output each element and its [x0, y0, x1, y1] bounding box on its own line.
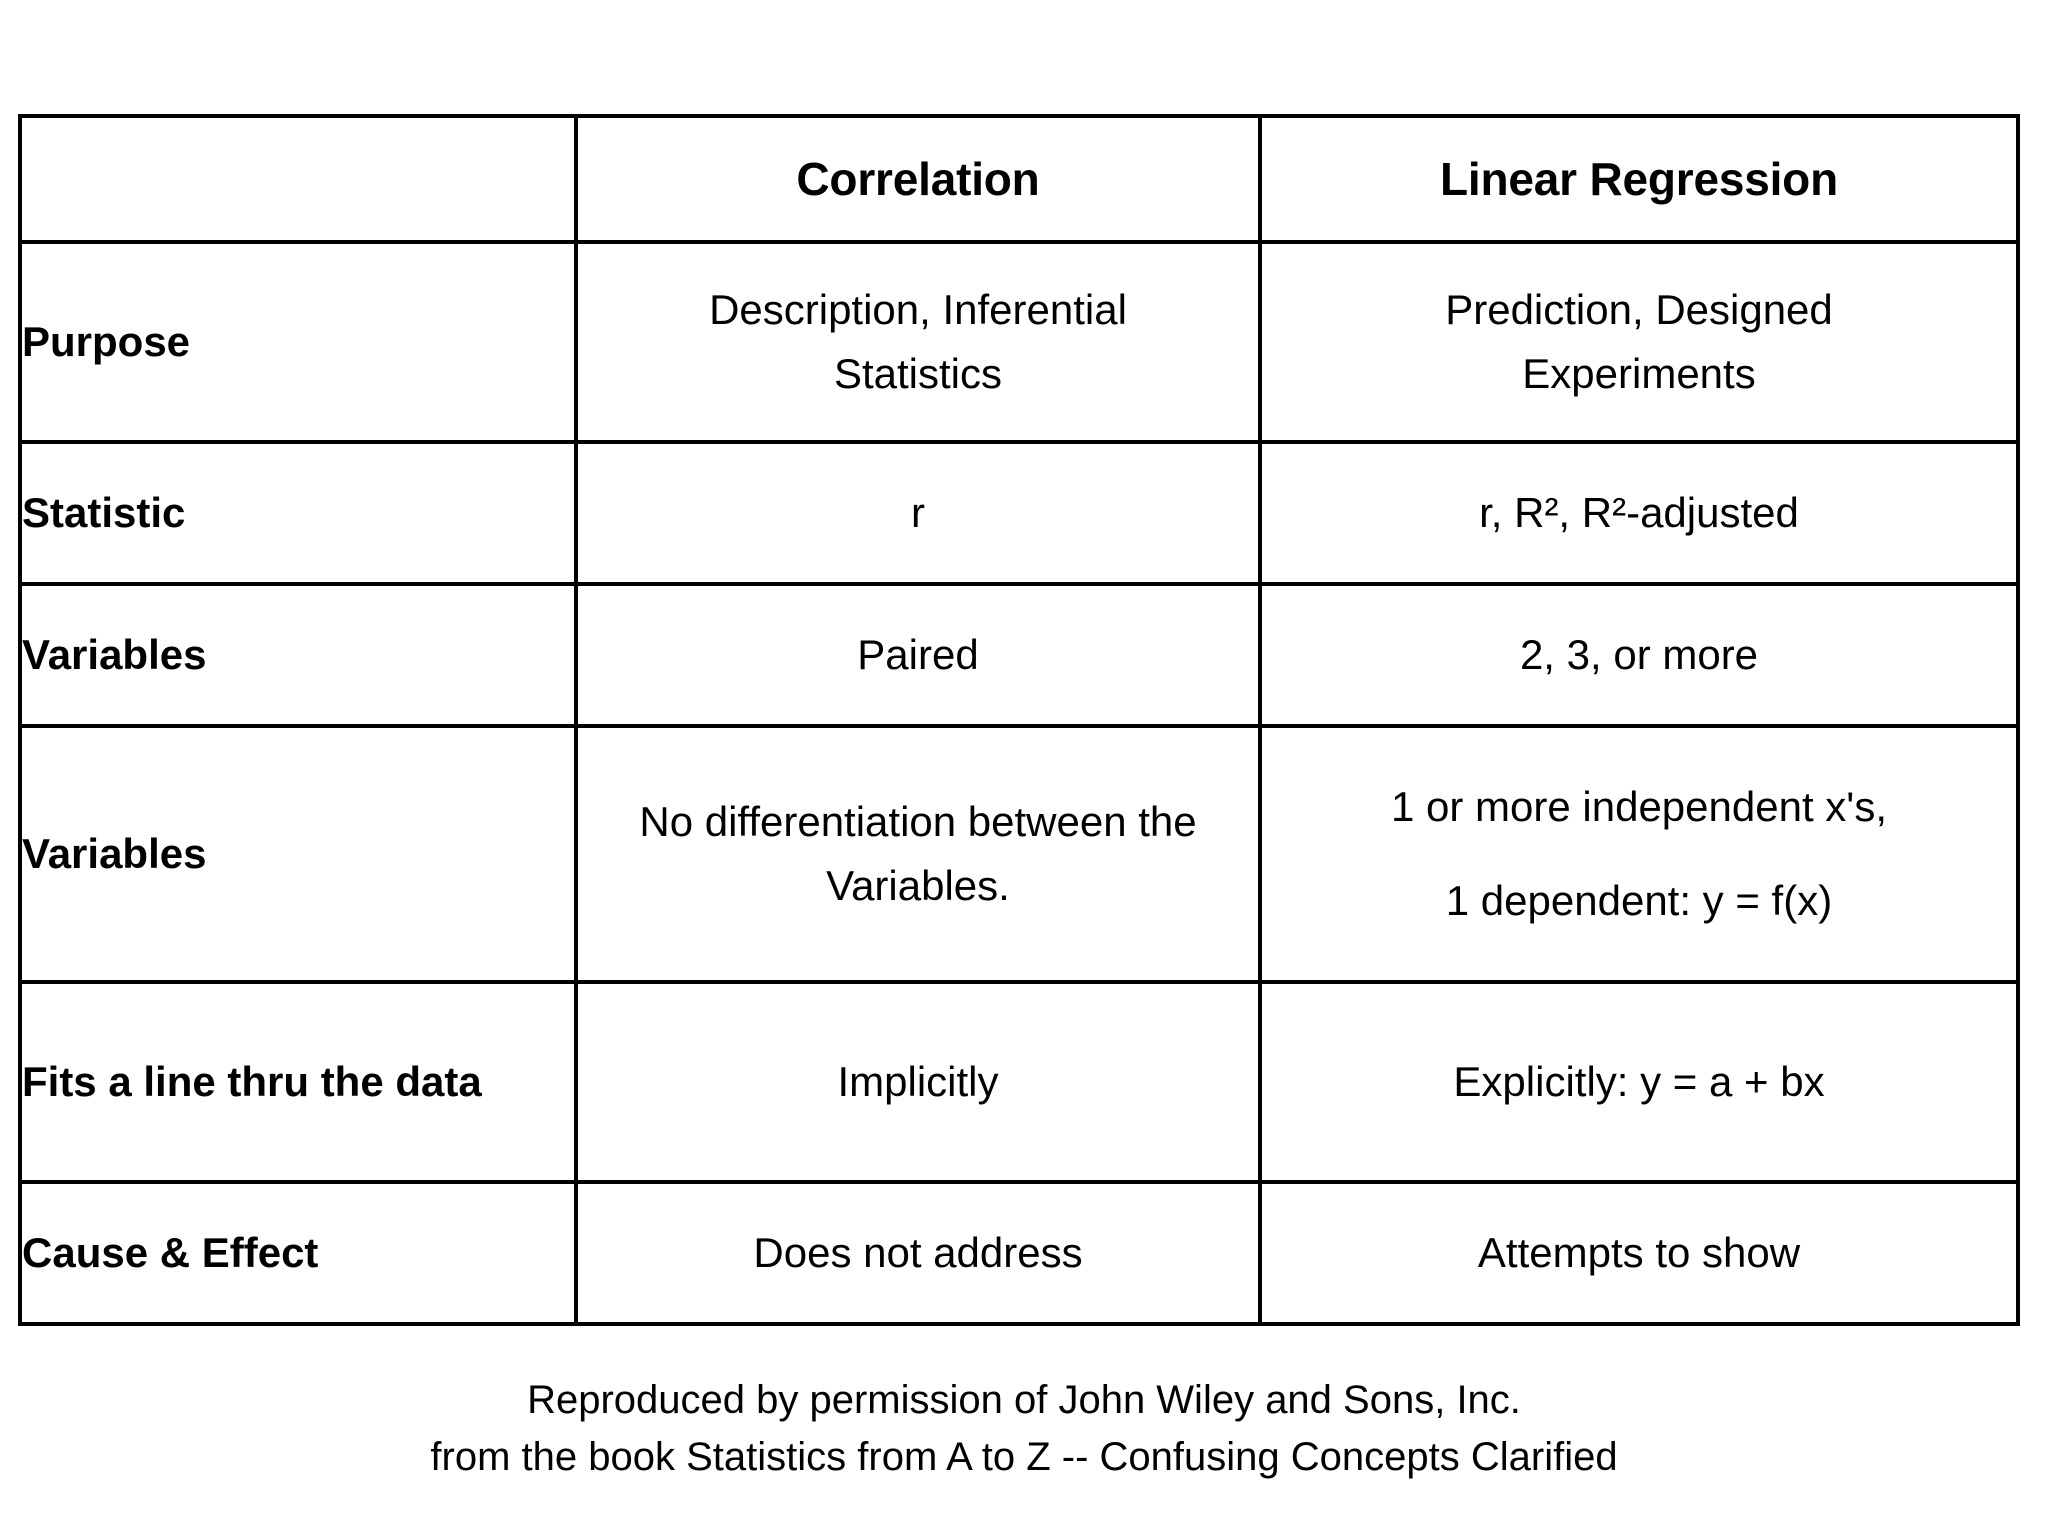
cell-statistic-regression: r, R², R²-adjusted — [1258, 440, 2020, 586]
row-label-text: Statistic — [22, 489, 186, 537]
row-label-purpose: Purpose — [18, 240, 578, 444]
cell-cause-effect-correlation: Does not address — [574, 1180, 1262, 1326]
table-row-statistic: Statistic r r, R², R²-adjusted — [18, 440, 2020, 586]
row-label-text: Variables — [22, 830, 207, 878]
comparison-table: Correlation Linear Regression Purpose De… — [18, 114, 2020, 1326]
cell-line: r — [911, 489, 925, 537]
row-label-fits-line: Fits a line thru the data — [18, 980, 578, 1184]
header-label-linear-regression: Linear Regression — [1440, 152, 1838, 205]
cell-fits-line-correlation: Implicitly — [574, 980, 1262, 1184]
row-label-text: Cause & Effect — [22, 1229, 319, 1277]
cell-variables-count-regression: 2, 3, or more — [1258, 582, 2020, 728]
row-label-text: Variables — [22, 631, 207, 679]
cell-line: Prediction, Designed — [1445, 286, 1833, 334]
cell-line: Paired — [857, 631, 979, 679]
header-cell-blank — [18, 114, 578, 244]
cell-cause-effect-regression: Attempts to show — [1258, 1180, 2020, 1326]
cell-line: Statistics — [833, 350, 1003, 397]
table-header-row: Correlation Linear Regression — [18, 114, 2020, 244]
table-row-variables-count: Variables Paired 2, 3, or more — [18, 582, 2020, 728]
cell-line: 2, 3, or more — [1519, 631, 1759, 679]
cell-line: Variables. — [826, 862, 1010, 909]
cell-variables-count-correlation: Paired — [574, 582, 1262, 728]
row-label-statistic: Statistic — [18, 440, 578, 586]
cell-line: Implicitly — [837, 1058, 999, 1106]
table-row-fits-line: Fits a line thru the data Implicitly Exp… — [18, 980, 2020, 1184]
row-label-variables-roles: Variables — [18, 724, 578, 984]
attribution-line-2: from the book Statistics from A to Z -- … — [430, 1434, 1618, 1479]
attribution-footer: Reproduced by permission of John Wiley a… — [0, 1372, 2048, 1486]
row-label-cause-effect: Cause & Effect — [18, 1180, 578, 1326]
cell-line: Description, Inferential — [709, 286, 1127, 334]
cell-purpose-regression: Prediction, Designed Experiments — [1258, 240, 2020, 444]
cell-fits-line-regression: Explicitly: y = a + bx — [1258, 980, 2020, 1184]
cell-line: 1 dependent: y = f(x) — [1445, 877, 1833, 924]
cell-line: Does not address — [753, 1229, 1083, 1277]
cell-line: r, R², R²-adjusted — [1479, 489, 1799, 537]
cell-variables-roles-correlation: No differentiation between the Variables… — [574, 724, 1262, 984]
cell-statistic-correlation: r — [574, 440, 1262, 586]
row-label-text: Fits a line thru the data — [22, 1058, 482, 1106]
row-label-variables-count: Variables — [18, 582, 578, 728]
header-cell-linear-regression: Linear Regression — [1258, 114, 2020, 244]
cell-line: Explicitly: y = a + bx — [1453, 1058, 1825, 1106]
table-row-cause-effect: Cause & Effect Does not address Attempts… — [18, 1180, 2020, 1326]
cell-line: No differentiation between the — [639, 798, 1197, 846]
table-row-variables-roles: Variables No differentiation between the… — [18, 724, 2020, 984]
row-label-text: Purpose — [22, 318, 191, 366]
attribution-line-1: Reproduced by permission of John Wiley a… — [527, 1378, 1521, 1422]
cell-line: 1 or more independent x's, — [1391, 783, 1887, 831]
cell-variables-roles-regression: 1 or more independent x's, 1 dependent: … — [1258, 724, 2020, 984]
cell-purpose-correlation: Description, Inferential Statistics — [574, 240, 1262, 444]
cell-line: Attempts to show — [1477, 1229, 1801, 1277]
cell-line: Experiments — [1522, 350, 1756, 397]
table-row-purpose: Purpose Description, Inferential Statist… — [18, 240, 2020, 444]
header-label-correlation: Correlation — [796, 152, 1040, 205]
header-cell-correlation: Correlation — [574, 114, 1262, 244]
